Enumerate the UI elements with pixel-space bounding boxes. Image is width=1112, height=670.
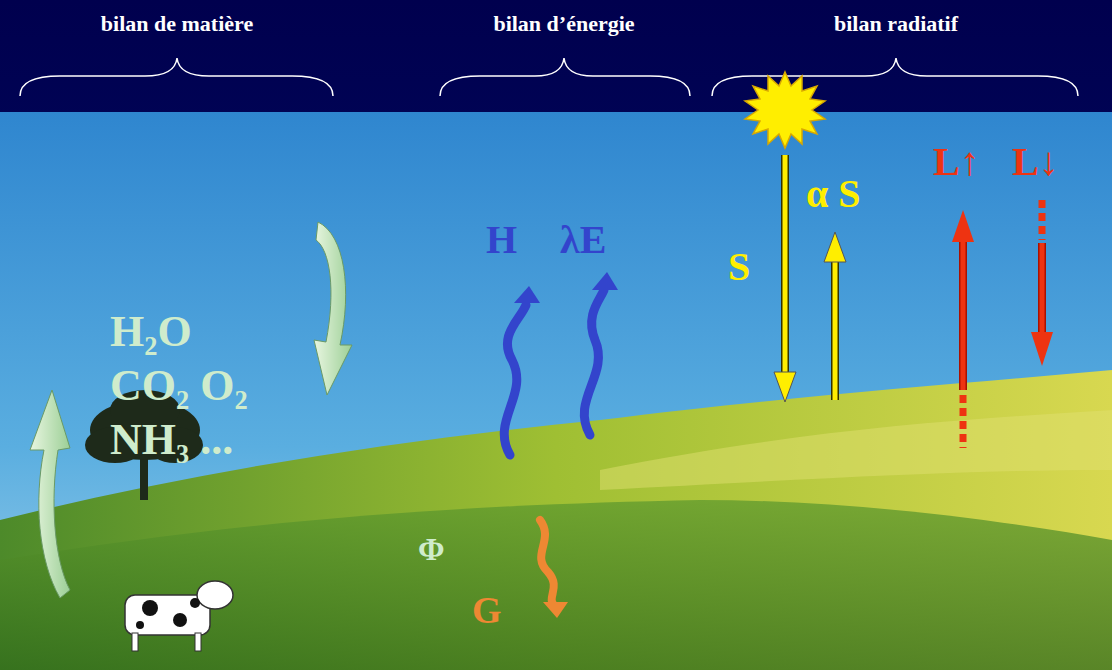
flux-symbol: H	[486, 218, 517, 262]
substance-label: CO₂ O₂	[110, 362, 248, 410]
substance-label: NH₃ ...	[110, 416, 233, 464]
cow	[125, 581, 233, 651]
flux-symbol: α S	[806, 172, 861, 216]
cycle-arrow	[30, 222, 352, 598]
flux-symbol: λE	[560, 218, 606, 262]
substance-label: H₂O	[110, 308, 192, 356]
bracket	[20, 58, 1078, 96]
flux-symbol: L↓	[1012, 140, 1059, 184]
radiation-arrow	[774, 155, 1053, 448]
arrowhead	[543, 602, 568, 618]
arrowhead	[514, 272, 618, 303]
flux-symbol: S	[728, 245, 750, 289]
flux-symbol: G	[472, 590, 502, 632]
section-heading: bilan radiatif	[834, 12, 958, 36]
flux-symbol: Φ	[418, 532, 445, 567]
section-heading: bilan d’énergie	[493, 12, 634, 36]
flux-symbol: L↑	[933, 140, 980, 184]
soil-flux-arrow	[540, 520, 555, 606]
section-heading: bilan de matière	[101, 12, 253, 36]
heat-flux-arrow	[504, 290, 604, 455]
sun	[745, 72, 825, 148]
